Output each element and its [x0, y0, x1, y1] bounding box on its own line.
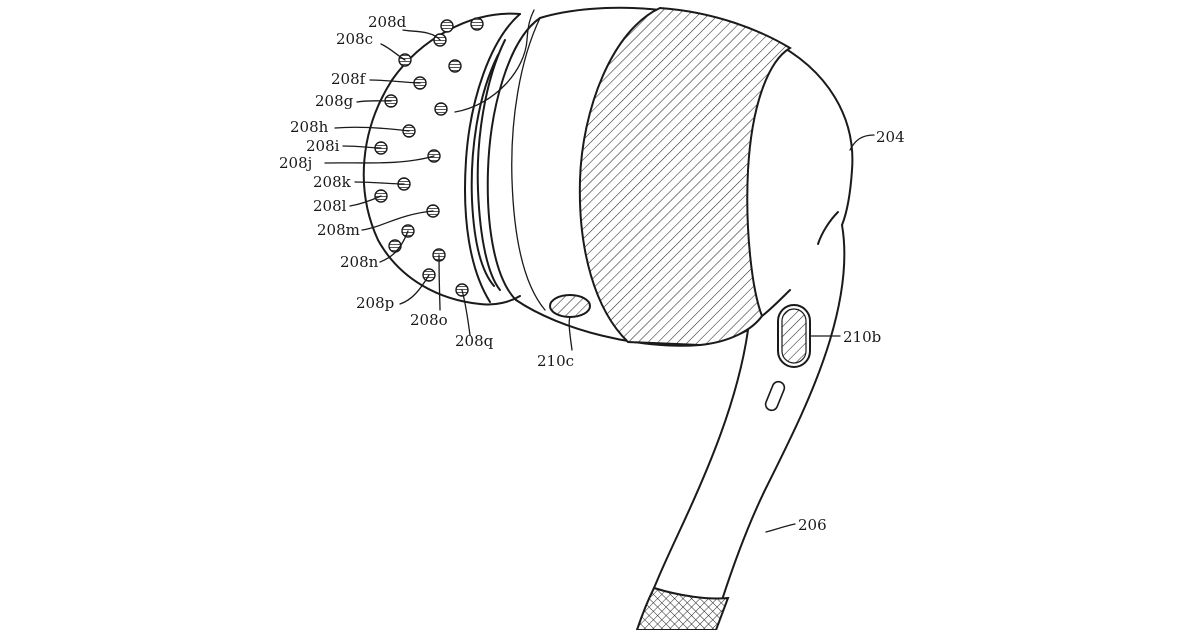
- mic-dot: [470, 17, 484, 31]
- mic-dot: [448, 59, 462, 73]
- reference-labels: 204 206 210b 210c 208c 208d 208f 208g 20…: [279, 13, 905, 534]
- label-206: 206: [798, 516, 827, 534]
- label-208i: 208i: [306, 137, 340, 155]
- label-208h: 208h: [290, 118, 329, 136]
- mic-dot: [434, 102, 448, 116]
- mic-dot: [388, 239, 402, 253]
- tip-neck: [470, 17, 541, 301]
- earbud-body: [511, 6, 854, 347]
- label-208l: 208l: [313, 197, 347, 215]
- hatched-band: [578, 6, 792, 347]
- label-208o: 208o: [410, 311, 448, 329]
- label-208n: 208n: [340, 253, 379, 271]
- mic-dot: [440, 19, 454, 33]
- sensor-210c: [549, 294, 591, 318]
- label-210b: 210b: [843, 328, 881, 346]
- label-208m: 208m: [317, 221, 360, 239]
- label-208d: 208d: [368, 13, 407, 31]
- earbud-stem: [635, 224, 846, 630]
- label-208j: 208j: [279, 154, 312, 172]
- stem-mesh: [635, 586, 730, 630]
- stem-slot: [764, 380, 786, 412]
- sensor-210b: [777, 304, 811, 368]
- label-210c: 210c: [537, 352, 574, 370]
- label-208q: 208q: [455, 332, 494, 350]
- label-208c: 208c: [336, 30, 373, 48]
- label-204: 204: [876, 128, 905, 146]
- label-208g: 208g: [315, 92, 354, 110]
- leader-lines: [324, 9, 875, 533]
- label-208f: 208f: [331, 70, 367, 88]
- label-208k: 208k: [313, 173, 352, 191]
- label-208p: 208p: [356, 294, 394, 312]
